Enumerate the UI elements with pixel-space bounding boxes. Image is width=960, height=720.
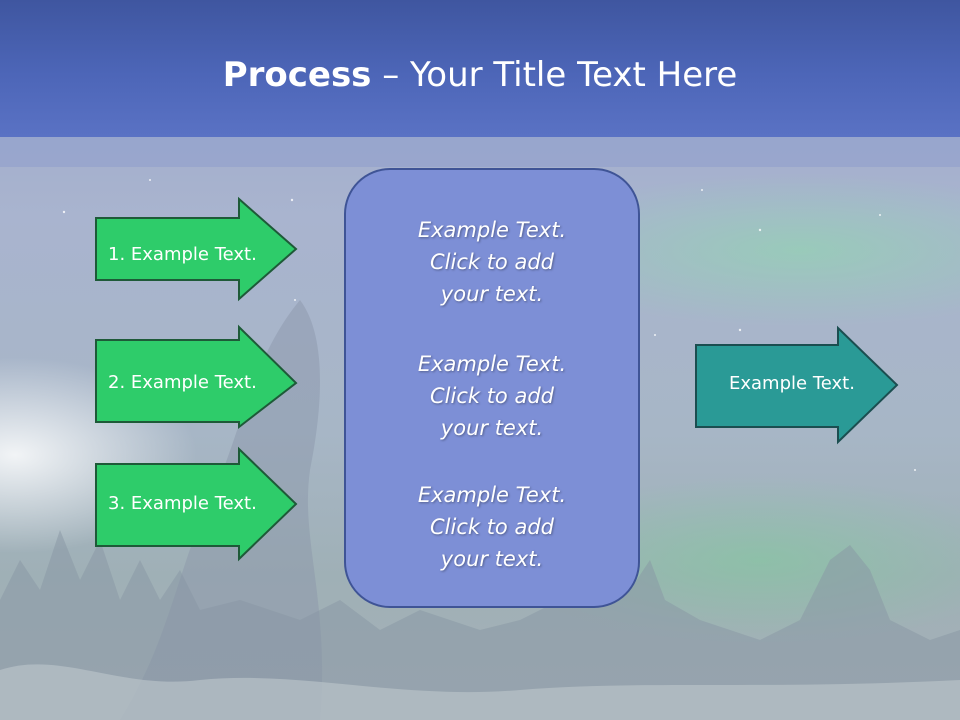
title-bold-part: Process <box>222 55 372 95</box>
paragraph-line: Click to add <box>429 250 554 274</box>
step-arrow-3[interactable]: 3. Example Text. <box>95 446 298 562</box>
center-paragraph-3: Example Text. Click to add your text. <box>346 479 638 575</box>
center-text-box[interactable]: Example Text. Click to add your text. Ex… <box>344 168 640 608</box>
paragraph-line: Example Text. <box>417 483 567 507</box>
step-arrow-label: 2. Example Text. <box>108 372 257 393</box>
paragraph-line: your text. <box>440 282 544 306</box>
step-arrow-label: 3. Example Text. <box>108 493 257 514</box>
step-arrow-1[interactable]: 1. Example Text. <box>95 196 298 302</box>
paragraph-line: Click to add <box>429 384 554 408</box>
center-paragraph-2: Example Text. Click to add your text. <box>346 348 638 444</box>
output-arrow[interactable]: Example Text. <box>695 325 899 445</box>
title-sub-band <box>0 137 960 167</box>
paragraph-line: Example Text. <box>417 218 567 242</box>
paragraph-line: Example Text. <box>417 352 567 376</box>
slide-title[interactable]: Process – Your Title Text Here <box>0 52 960 98</box>
step-arrow-label: 1. Example Text. <box>108 244 257 265</box>
paragraph-line: your text. <box>440 547 544 571</box>
step-arrow-2[interactable]: 2. Example Text. <box>95 324 298 430</box>
title-rest-part: – Your Title Text Here <box>371 55 738 95</box>
paragraph-line: your text. <box>440 416 544 440</box>
output-arrow-label: Example Text. <box>729 373 855 394</box>
title-band <box>0 0 960 137</box>
paragraph-line: Click to add <box>429 515 554 539</box>
center-paragraph-1: Example Text. Click to add your text. <box>346 214 638 310</box>
